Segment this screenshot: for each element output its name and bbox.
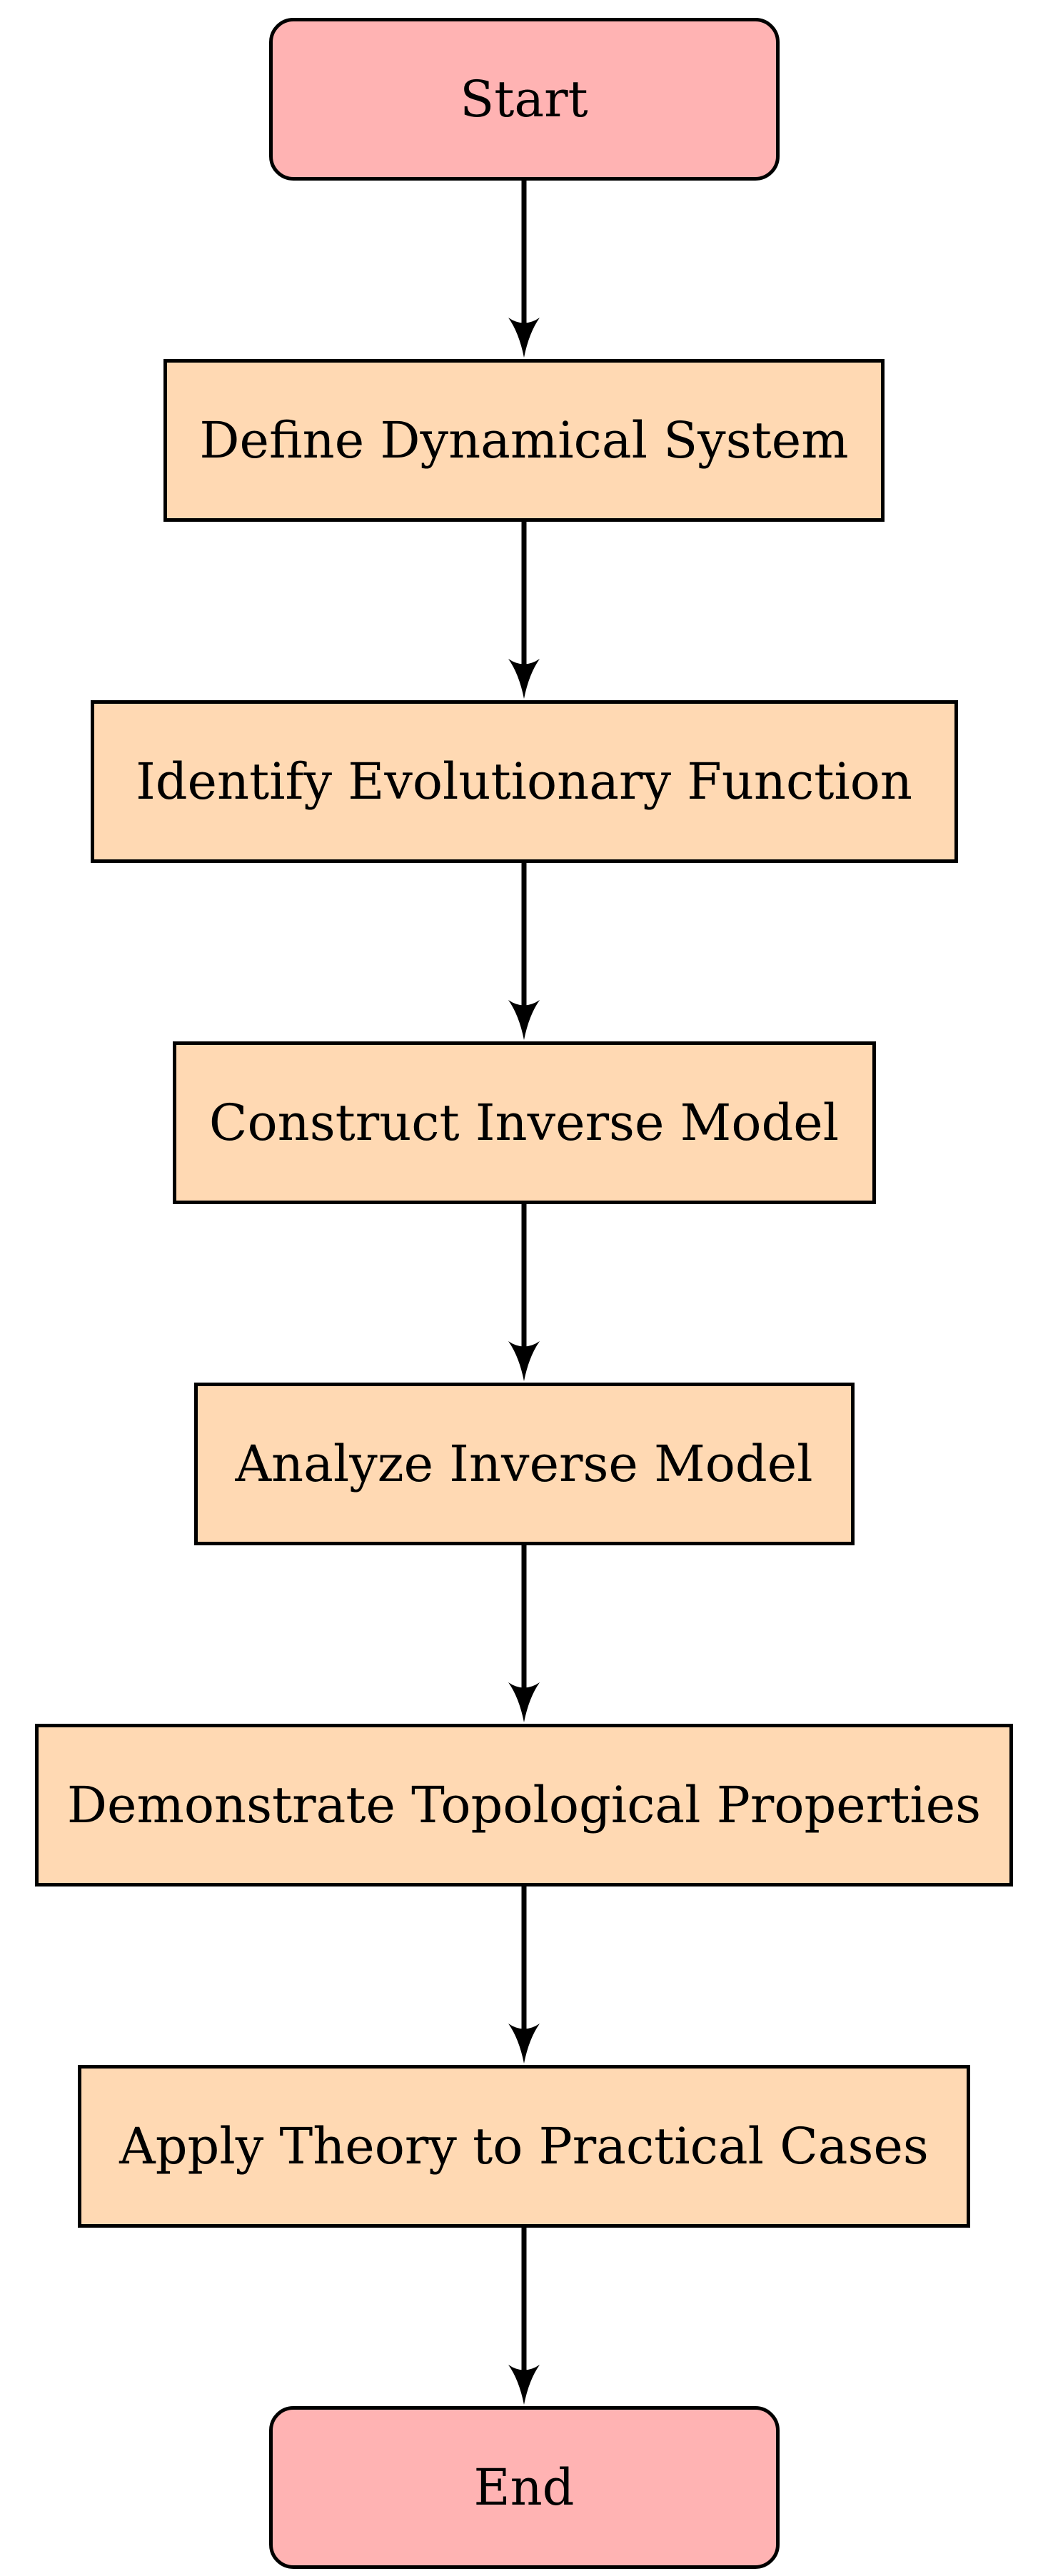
- flowchart-node-apply-theory-practical-cases: Apply Theory to Practical Cases: [78, 2065, 970, 2228]
- flowchart-node-end: End: [268, 2406, 780, 2569]
- flowchart-node-analyze-inverse-model: Analyze Inverse Model: [193, 1383, 855, 1545]
- flow-arrow-identify-to-construct: [508, 863, 540, 1040]
- flow-arrow-demonstrate-to-apply: [508, 1886, 540, 2064]
- flow-arrow-start-to-define: [508, 181, 540, 358]
- flow-arrow-analyze-to-demonstrate: [508, 1545, 540, 1722]
- flowchart-node-construct-inverse-model: Construct Inverse Model: [172, 1041, 876, 1204]
- flowchart-node-identify-evolutionary-function: Identify Evolutionary Function: [90, 700, 958, 863]
- flow-arrow-apply-to-end: [508, 2228, 540, 2405]
- flow-arrow-define-to-identify: [508, 522, 540, 699]
- flowchart-node-start: Start: [268, 18, 780, 181]
- flowchart-node-define-dynamical-system: Define Dynamical System: [163, 359, 885, 522]
- flow-arrow-construct-to-analyze: [508, 1204, 540, 1381]
- flowchart-node-demonstrate-topological-properties: Demonstrate Topological Properties: [35, 1724, 1013, 1886]
